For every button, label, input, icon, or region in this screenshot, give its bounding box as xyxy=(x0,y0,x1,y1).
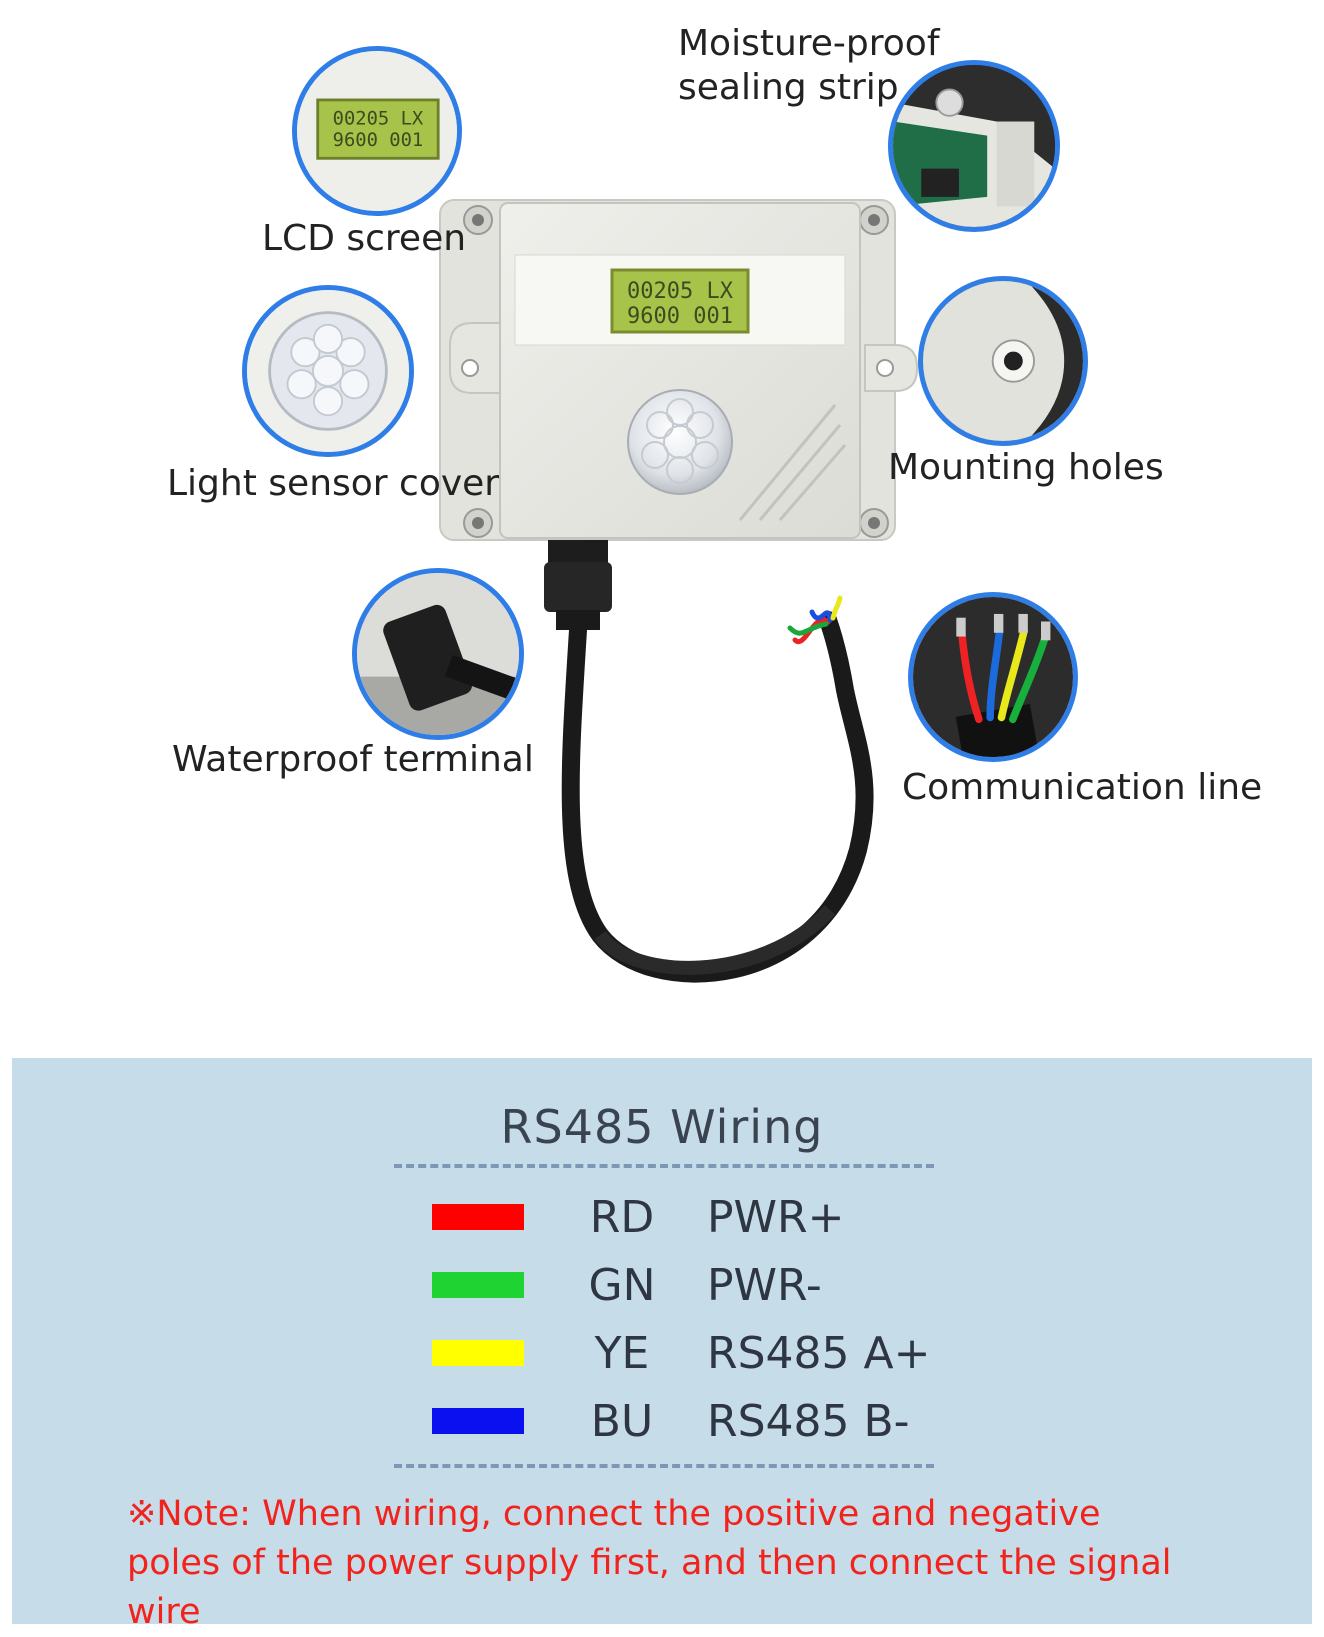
wire-swatch-blue xyxy=(432,1408,524,1434)
lcd-callout-line2: 9600 001 xyxy=(333,130,424,151)
sensor-device: 00205 LX 9600 001 xyxy=(439,199,918,983)
wire-code: RD xyxy=(589,1192,655,1243)
wiring-note-line1: ※Note: When wiring, connect the positive… xyxy=(127,1494,1101,1534)
wiring-note-line2: poles of the power supply first, and the… xyxy=(127,1543,1172,1632)
wire-swatch-green xyxy=(432,1272,524,1298)
lcd-screen-label: LCD screen xyxy=(262,218,467,259)
sealing-strip-label-line2: sealing strip xyxy=(678,67,899,108)
device-lcd-line1: 00205 LX xyxy=(627,279,734,304)
wire-code: BU xyxy=(590,1396,654,1447)
lcd-callout-line1: 00205 LX xyxy=(333,108,424,129)
wire-function: PWR- xyxy=(707,1260,822,1311)
wire-row-yellow: YE RS485 A+ xyxy=(12,1328,1312,1388)
wire-row-red: RD PWR+ xyxy=(12,1192,1312,1252)
wire-code: YE xyxy=(594,1328,650,1379)
device-lcd-line2: 9600 001 xyxy=(627,304,733,329)
waterproof-terminal-callout xyxy=(352,568,524,740)
divider-top xyxy=(394,1164,934,1168)
sealing-strip-callout xyxy=(888,60,1060,232)
lcd-callout: 00205 LX 9600 001 xyxy=(292,46,462,216)
communication-line-callout xyxy=(908,592,1078,762)
mounting-holes-label: Mounting holes xyxy=(888,447,1164,488)
wire-row-blue: BU RS485 B- xyxy=(12,1396,1312,1456)
mounting-holes-callout xyxy=(918,276,1088,446)
wire-swatch-yellow xyxy=(432,1340,524,1366)
sealing-strip-label: Moisture-proof sealing strip xyxy=(678,22,940,110)
wire-swatch-red xyxy=(432,1204,524,1230)
light-sensor-label: Light sensor cover xyxy=(167,463,500,504)
waterproof-terminal-label: Waterproof terminal xyxy=(172,739,534,780)
wire-function: RS485 B- xyxy=(707,1396,910,1447)
wire-function: RS485 A+ xyxy=(707,1328,931,1379)
communication-line-label: Communication line xyxy=(902,767,1263,808)
wire-code: GN xyxy=(588,1260,656,1311)
sealing-strip-label-line1: Moisture-proof xyxy=(678,23,940,64)
light-sensor-callout xyxy=(242,285,414,457)
product-illustration: 00205 LX 9600 001 xyxy=(167,22,1263,983)
wire-function: PWR+ xyxy=(707,1192,845,1243)
wire-row-green: GN PWR- xyxy=(12,1260,1312,1320)
divider-bottom xyxy=(394,1464,934,1468)
wiring-note: ※Note: When wiring, connect the positive… xyxy=(127,1490,1247,1637)
wiring-title: RS485 Wiring xyxy=(500,1100,824,1154)
wiring-panel: RS485 Wiring RD PWR+ GN PWR- YE RS485 A+… xyxy=(12,1058,1312,1632)
